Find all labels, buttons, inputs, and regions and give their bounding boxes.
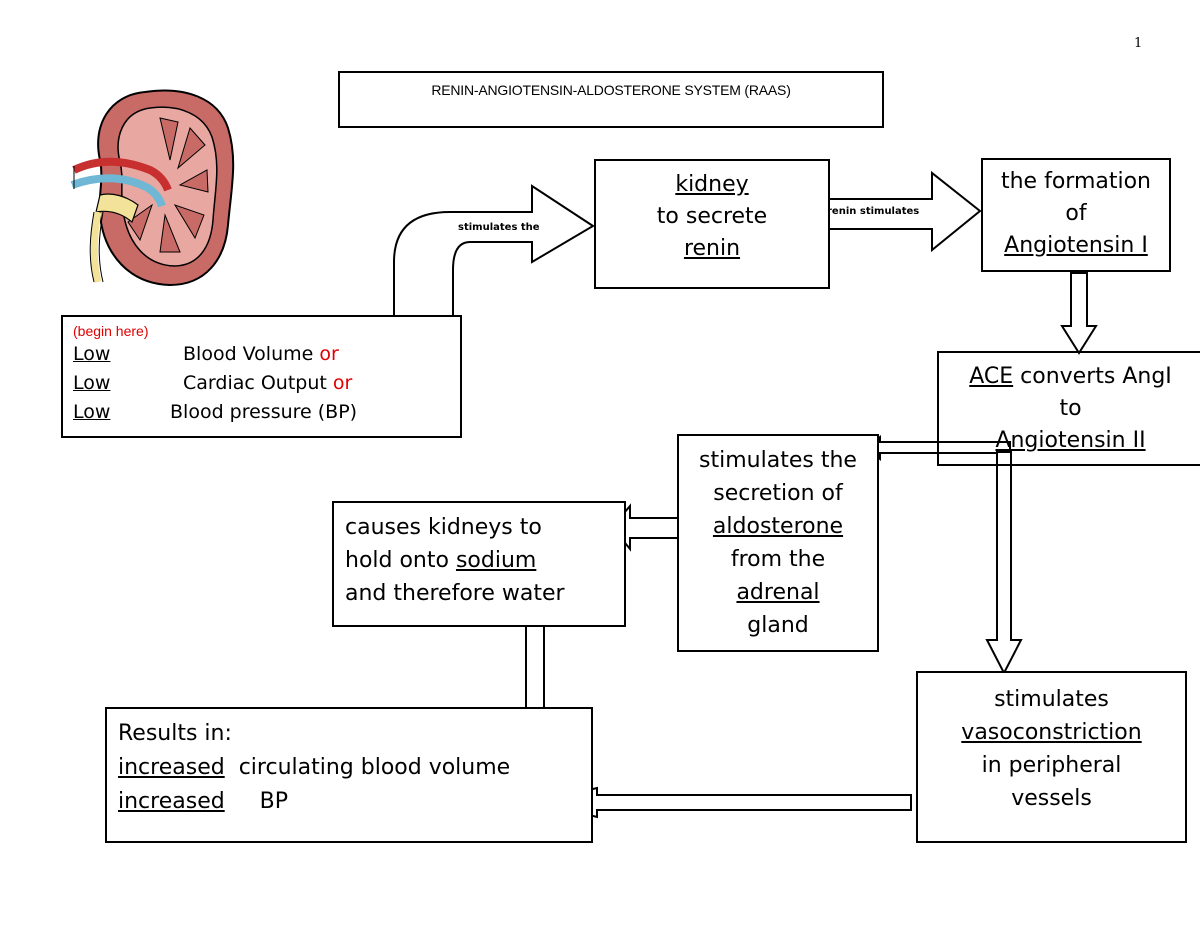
causes-line-3: and therefore water <box>345 581 565 606</box>
kidney-word: kidney <box>675 172 749 197</box>
arrow-vaso-to-results <box>537 786 912 819</box>
low-label: Low <box>73 372 111 394</box>
aldo-line-6: gland <box>747 613 809 638</box>
adrenal-word: adrenal <box>736 580 820 605</box>
ace-converts-box: ACE converts AngI to Angiotensin II <box>937 351 1200 466</box>
ace-word: ACE <box>969 364 1014 389</box>
condition-text: Cardiac Output <box>183 372 327 394</box>
angiotensin-i-formation-box: the formation of Angiotensin I <box>981 158 1171 272</box>
vasoconstriction-word: vasoconstriction <box>961 720 1142 745</box>
causes-line-1: causes kidneys to <box>345 515 542 540</box>
vasoconstriction-box: stimulates vasoconstriction in periphera… <box>916 671 1187 843</box>
sodium-retention-box: causes kidneys to hold onto sodium and t… <box>332 501 626 627</box>
results-box: Results in: increased circulating blood … <box>105 707 593 843</box>
arrow-ace-to-vaso <box>985 451 1023 676</box>
to-secrete-text: to secrete <box>656 204 768 229</box>
angiotensin-i-word: Angiotensin I <box>1004 233 1148 258</box>
results-row-1-text: circulating blood volume <box>238 755 511 780</box>
low-label: Low <box>73 401 111 423</box>
converts-text: converts AngI <box>1013 364 1172 389</box>
condition-connector: or <box>319 343 339 365</box>
renin-word: renin <box>683 236 741 261</box>
kidney-secretes-renin-box: kidney to secrete renin <box>594 159 830 289</box>
aldo-line-4: from the <box>730 547 826 572</box>
vaso-line-1: stimulates <box>994 687 1109 712</box>
angiotensin-ii-word: Angiotensin II <box>995 428 1146 453</box>
vaso-line-4: vessels <box>1011 786 1092 811</box>
aldo-line-2: secretion of <box>713 481 843 506</box>
of-text: of <box>1065 201 1087 226</box>
low-label: Low <box>73 343 111 365</box>
condition-text: Blood pressure (BP) <box>170 401 358 423</box>
aldo-line-1: stimulates the <box>699 448 857 473</box>
condition-row: Low Blood Volume or <box>73 340 460 369</box>
to-text: to <box>1059 396 1082 421</box>
begin-here-note: (begin here) <box>73 323 149 339</box>
increased-word: increased <box>118 789 225 814</box>
causes-line-2: hold onto <box>345 548 456 573</box>
arrow-label-stimulates-the: stimulates the <box>458 222 540 233</box>
diagram-title-box: RENIN-ANGIOTENSIN-ALDOSTERONE SYSTEM (RA… <box>338 71 884 128</box>
diagram-title: RENIN-ANGIOTENSIN-ALDOSTERONE SYSTEM (RA… <box>431 82 791 98</box>
arrow-label-renin-stimulates: renin stimulates <box>827 206 920 217</box>
aldosterone-secretion-box: stimulates the secretion of aldosterone … <box>677 434 879 652</box>
sodium-word: sodium <box>455 548 537 573</box>
increased-word: increased <box>118 755 225 780</box>
low-conditions-box: (begin here) Low Blood Volume or Low Car… <box>61 315 462 438</box>
page-number: 1 <box>1134 36 1143 51</box>
condition-row: Low Blood pressure (BP) <box>73 398 460 427</box>
vaso-line-3: in peripheral <box>981 753 1122 778</box>
condition-connector: or <box>332 372 353 394</box>
results-row-2-text: BP <box>259 789 289 814</box>
arrow-formation-to-ace <box>1060 272 1098 355</box>
formation-text: the formation <box>1000 169 1151 194</box>
results-heading: Results in: <box>118 721 232 746</box>
kidney-illustration <box>70 89 235 287</box>
condition-text: Blood Volume <box>183 343 314 365</box>
condition-row: Low Cardiac Output or <box>73 369 460 398</box>
arrow-stimulates-the <box>393 184 595 319</box>
aldosterone-word: aldosterone <box>712 514 844 539</box>
